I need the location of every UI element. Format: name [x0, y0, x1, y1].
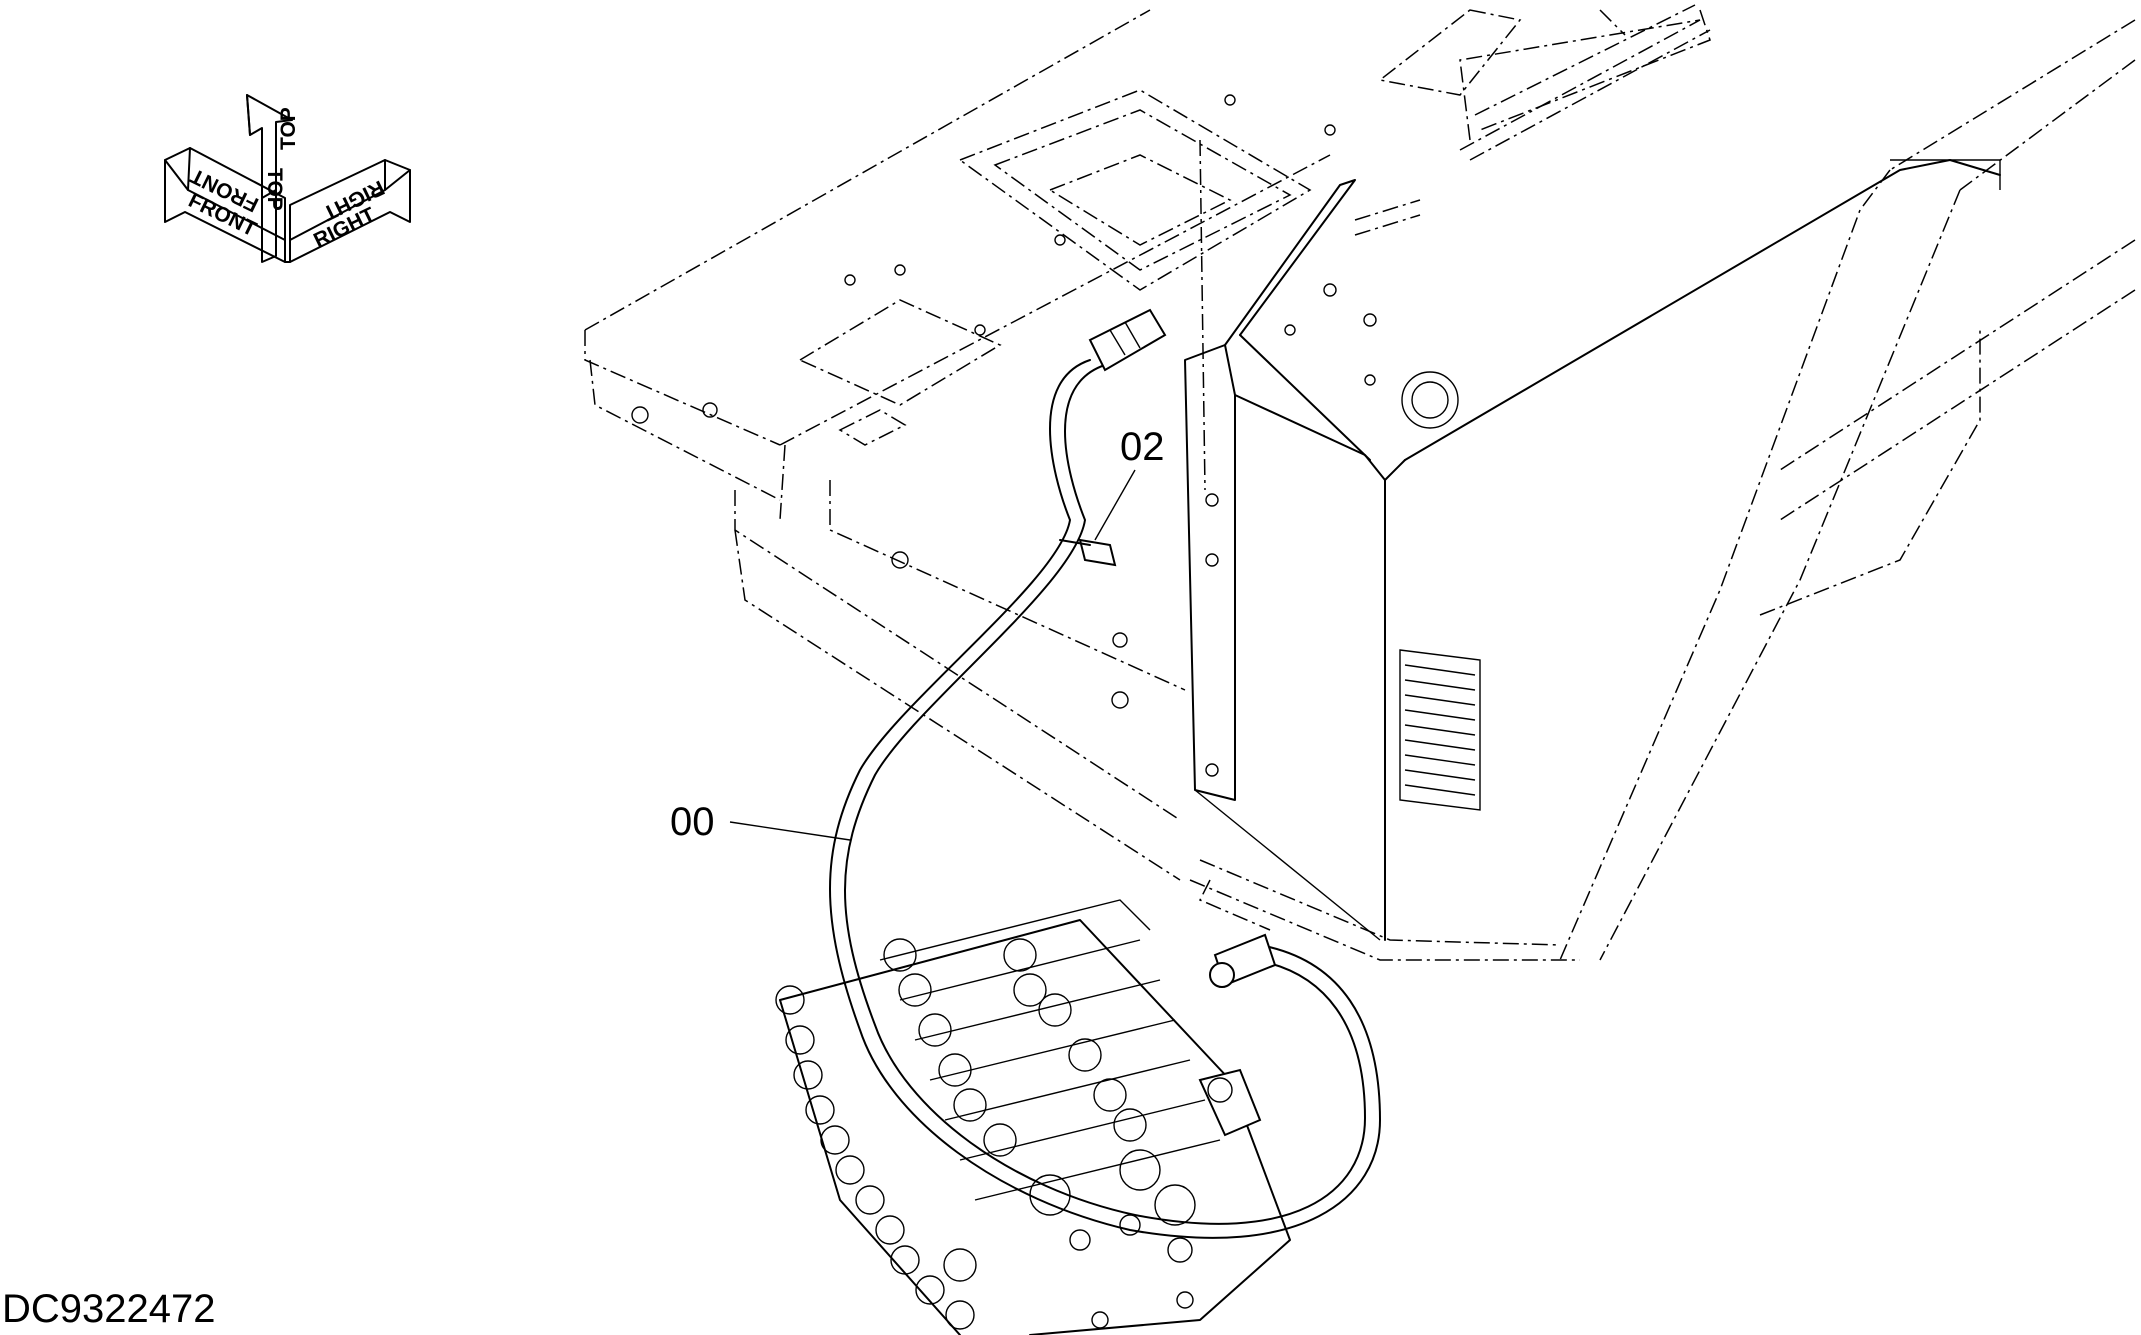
- top-label-rotated: TOP: [277, 107, 300, 150]
- frame-holes: [631, 94, 1459, 709]
- top-label: TOP: [263, 168, 286, 211]
- vent-grille: [1399, 649, 1481, 811]
- callout-02-group: 02: [1094, 425, 1165, 541]
- machine-frame: [584, 4, 2136, 961]
- control-valve: [775, 899, 1291, 1335]
- callout-00: 00: [670, 800, 715, 844]
- orientation-indicator: FRONT FRONT TOP TOP RIGHT RIGHT: [164, 94, 411, 263]
- valve-ports: [883, 938, 1196, 1263]
- callout-02: 02: [1120, 425, 1165, 469]
- document-id: DC9322472: [2, 1287, 216, 1331]
- valve-side-fittings: [775, 985, 1262, 1330]
- side-bracket: [1184, 159, 2001, 941]
- hose-assembly: [829, 308, 1381, 1239]
- callout-00-group: 00: [670, 800, 851, 844]
